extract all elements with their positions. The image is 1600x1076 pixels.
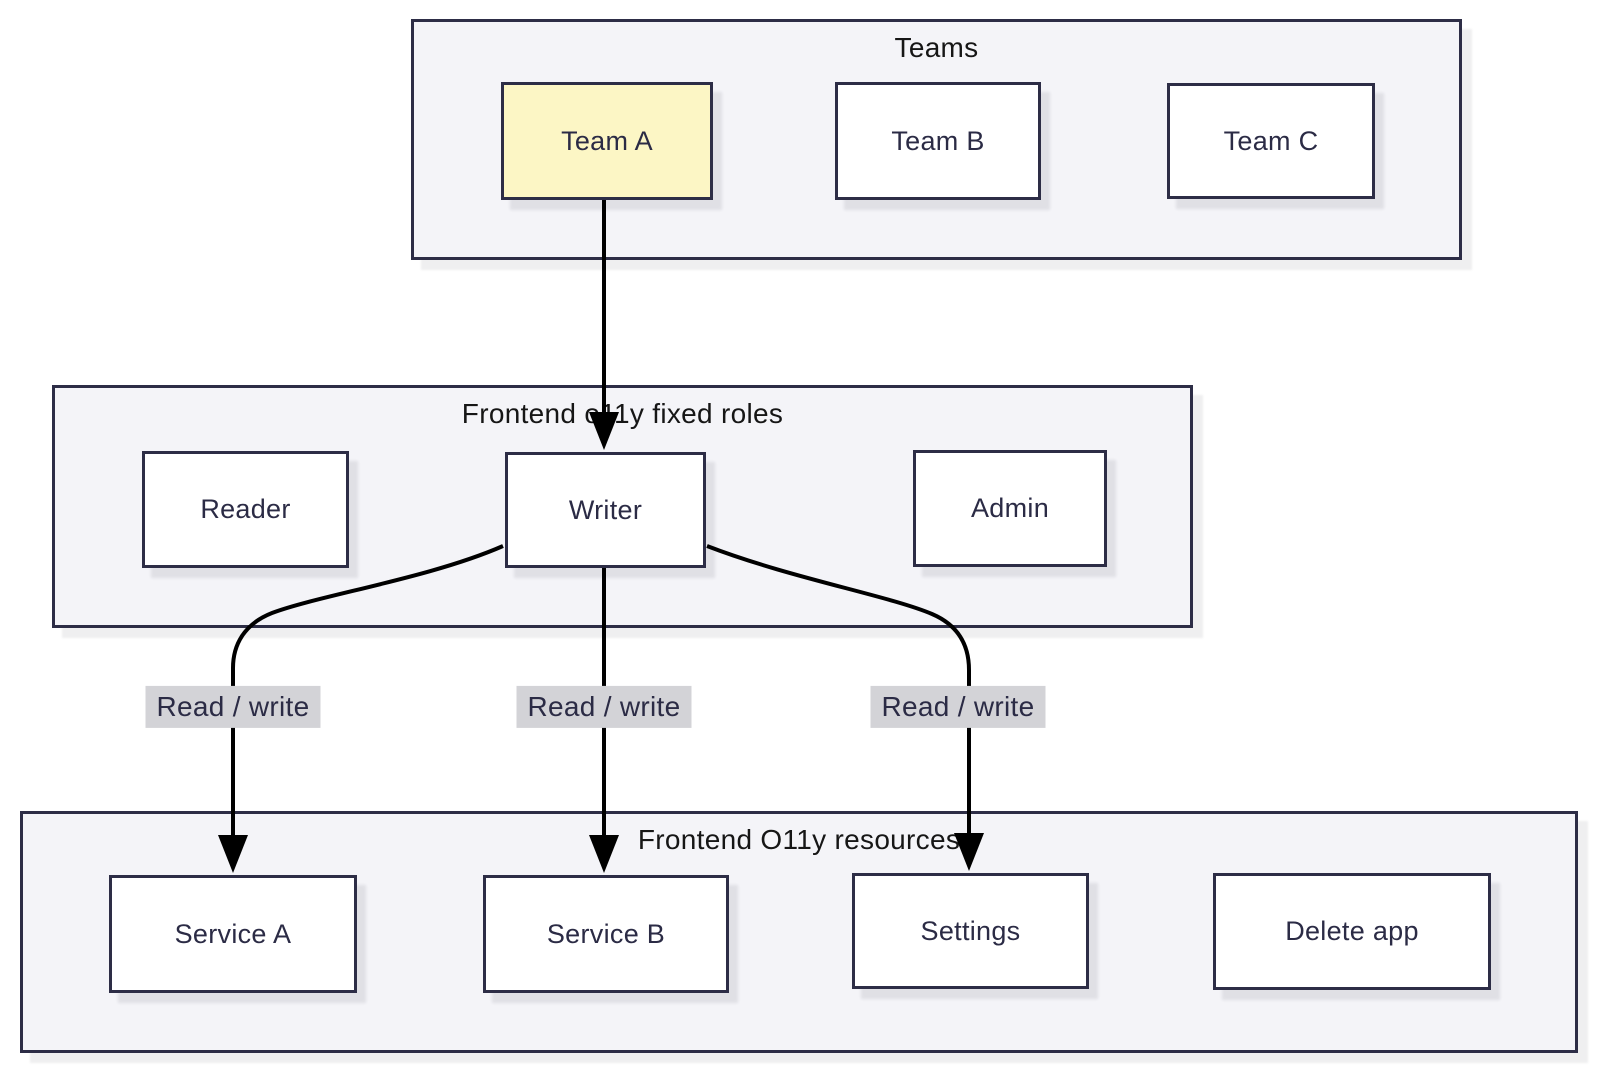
node-writer-label: Writer	[568, 494, 643, 525]
node-team-c: Team C	[1167, 83, 1375, 199]
cluster-fixed-roles-title: Frontend o11y fixed roles	[461, 398, 784, 429]
node-delete-app: Delete app	[1213, 873, 1491, 990]
node-service-b: Service B	[483, 875, 729, 993]
node-writer: Writer	[505, 452, 706, 568]
node-service-a-label: Service A	[174, 918, 292, 949]
edge-label-read-write-settings: Read / write	[870, 685, 1046, 729]
node-reader: Reader	[142, 451, 349, 568]
node-team-a-label: Team A	[561, 125, 653, 156]
node-service-b-label: Service B	[546, 918, 666, 949]
node-settings: Settings	[852, 873, 1089, 989]
edge-label-read-write-service-a: Read / write	[145, 685, 321, 729]
cluster-resources-title: Frontend O11y resources	[637, 824, 961, 855]
node-team-b: Team B	[835, 82, 1041, 200]
node-admin-label: Admin	[970, 493, 1050, 523]
node-team-a: Team A	[501, 82, 713, 200]
cluster-teams-title: Teams	[894, 32, 979, 63]
node-delete-app-label: Delete app	[1285, 916, 1419, 946]
node-settings-label: Settings	[920, 915, 1021, 946]
edge-label-read-write-service-b: Read / write	[516, 685, 692, 729]
node-team-c-label: Team C	[1223, 125, 1319, 156]
node-admin: Admin	[913, 450, 1107, 567]
node-team-b-label: Team B	[891, 125, 985, 156]
node-reader-label: Reader	[200, 494, 291, 524]
node-service-a: Service A	[109, 875, 357, 993]
